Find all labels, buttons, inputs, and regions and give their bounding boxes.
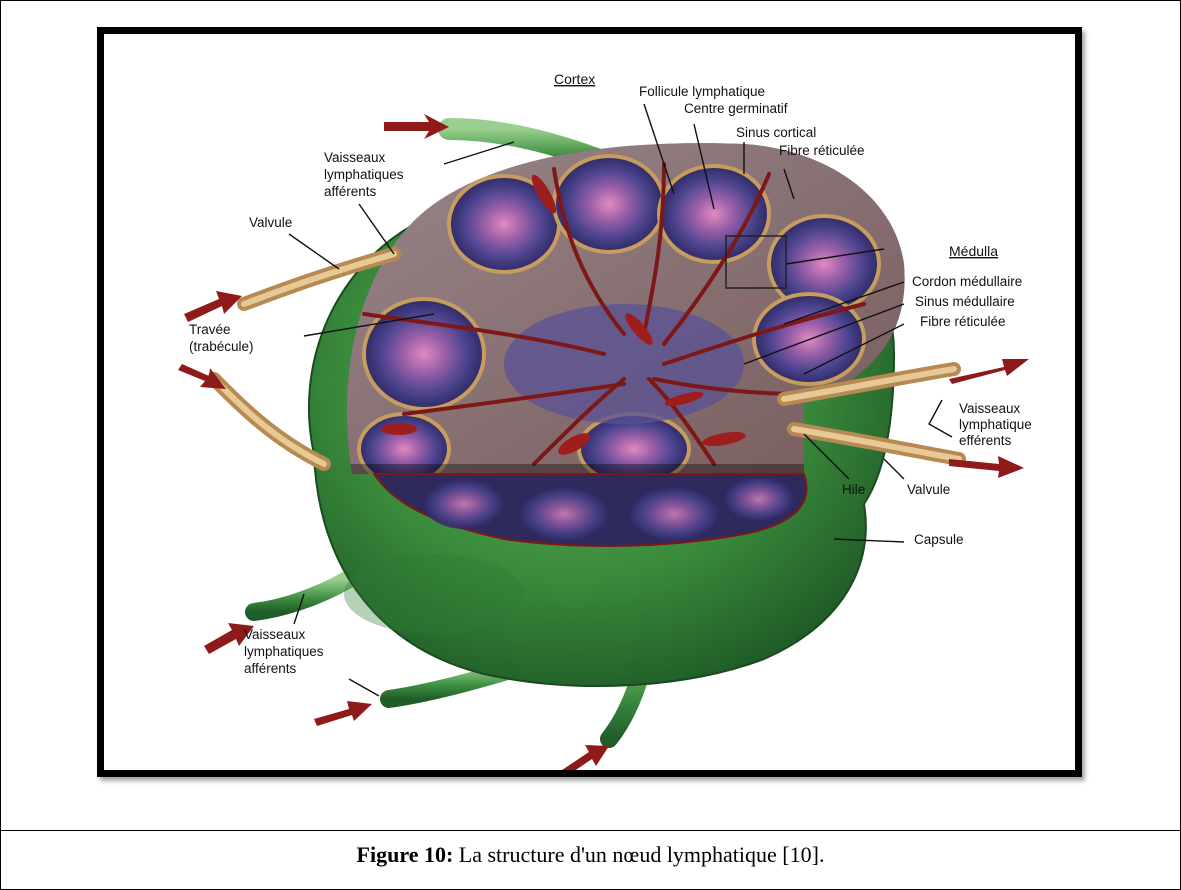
label-sinus-cortical: Sinus cortical xyxy=(736,125,816,140)
label-vaisseaux-bottom-3: afférents xyxy=(244,661,297,676)
lymph-node-illustration: Cortex Follicule lymphatique Centre germ… xyxy=(104,34,1075,770)
caption-text: La structure d'un nœud lymphatique [10]. xyxy=(453,842,824,867)
label-cortex: Cortex xyxy=(554,71,595,87)
label-travee-1: Travée xyxy=(189,322,231,337)
label-vaisseaux-top-3: afférents xyxy=(324,184,377,199)
table-row-divider xyxy=(0,830,1181,831)
figure-image: Cortex Follicule lymphatique Centre germ… xyxy=(97,27,1082,777)
label-follicule: Follicule lymphatique xyxy=(639,84,765,99)
label-fibre-reticulee-top: Fibre réticulée xyxy=(779,143,865,158)
label-valvule-left: Valvule xyxy=(249,215,292,230)
label-travee-2: (trabécule) xyxy=(189,339,254,354)
label-sinus-medullaire: Sinus médullaire xyxy=(915,294,1015,309)
caption-label: Figure 10: xyxy=(357,842,454,867)
label-medulla: Médulla xyxy=(949,243,998,259)
label-vaisseaux-top-2: lymphatiques xyxy=(324,167,404,182)
label-capsule: Capsule xyxy=(914,532,964,547)
label-hile: Hile xyxy=(842,482,865,497)
label-centre-germinatif: Centre germinatif xyxy=(684,101,788,116)
label-vaisseaux-bottom-2: lymphatiques xyxy=(244,644,324,659)
figure-caption: Figure 10: La structure d'un nœud lympha… xyxy=(0,842,1181,868)
label-vaisseaux-eff-3: efférents xyxy=(959,433,1012,448)
label-fibre-reticulee-right: Fibre réticulée xyxy=(920,314,1006,329)
label-vaisseaux-eff-2: lymphatique xyxy=(959,417,1032,432)
label-vaisseaux-top-1: Vaisseaux xyxy=(324,150,386,165)
label-cordon-medullaire: Cordon médullaire xyxy=(912,274,1022,289)
label-vaisseaux-eff-1: Vaisseaux xyxy=(959,401,1021,416)
label-valvule-right: Valvule xyxy=(907,482,950,497)
label-vaisseaux-bottom-1: Vaisseaux xyxy=(244,627,306,642)
